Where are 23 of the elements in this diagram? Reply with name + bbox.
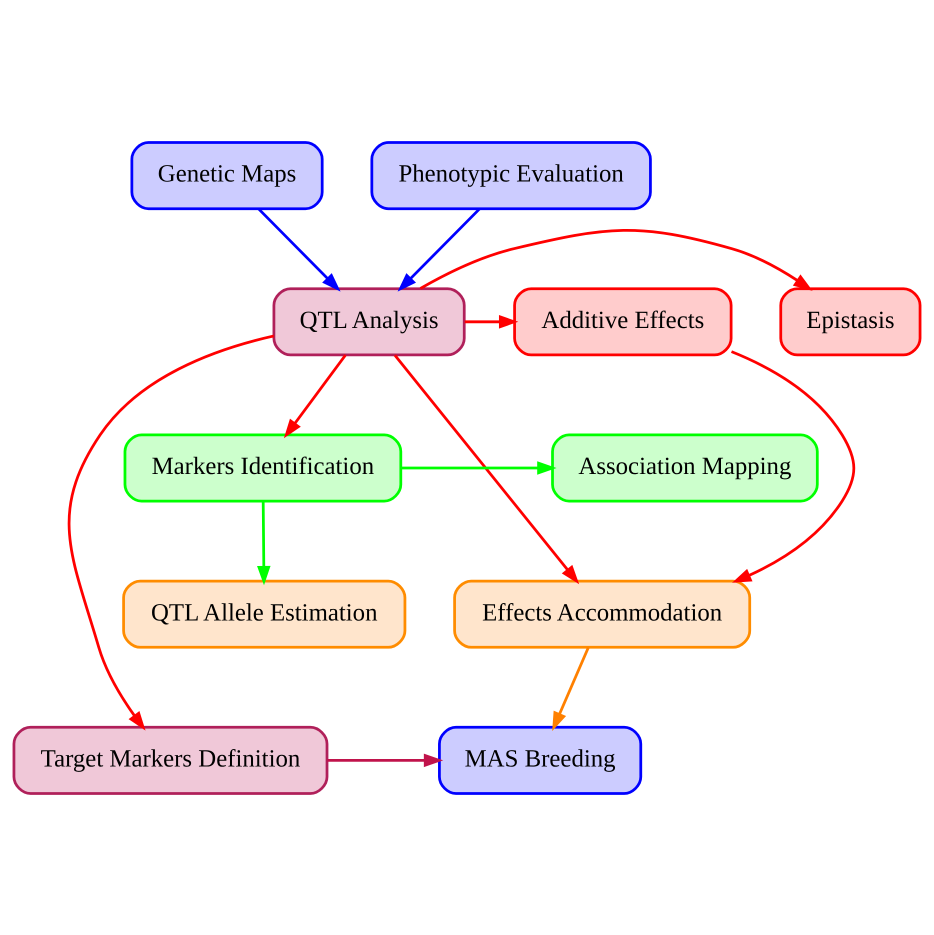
node-box: Markers Identification <box>124 433 402 502</box>
arrow <box>327 753 444 767</box>
arrow <box>394 354 580 584</box>
arrow <box>398 207 481 292</box>
arrow <box>420 228 813 290</box>
node-box: Additive Effects <box>513 286 732 356</box>
node-box: QTL Allele Estimation <box>122 579 406 648</box>
arrow <box>258 207 341 292</box>
arrow <box>284 354 347 438</box>
node-box: Epistasis <box>779 286 922 356</box>
node-box: Genetic Maps <box>130 140 324 210</box>
node-box: Target Markers Definition <box>12 725 328 794</box>
arrow <box>464 314 518 328</box>
node-box: MAS Breeding <box>438 725 642 794</box>
arrow <box>400 460 557 474</box>
arrow <box>257 500 271 585</box>
node-box: Association Mapping <box>551 433 819 502</box>
arrow <box>730 350 856 582</box>
node-box: Phenotypic Evaluation <box>370 140 652 210</box>
arrow <box>68 334 274 730</box>
node-box: Effects Accommodation <box>453 579 752 648</box>
arrow <box>552 646 590 731</box>
node-box: QTL Analysis <box>272 286 466 356</box>
